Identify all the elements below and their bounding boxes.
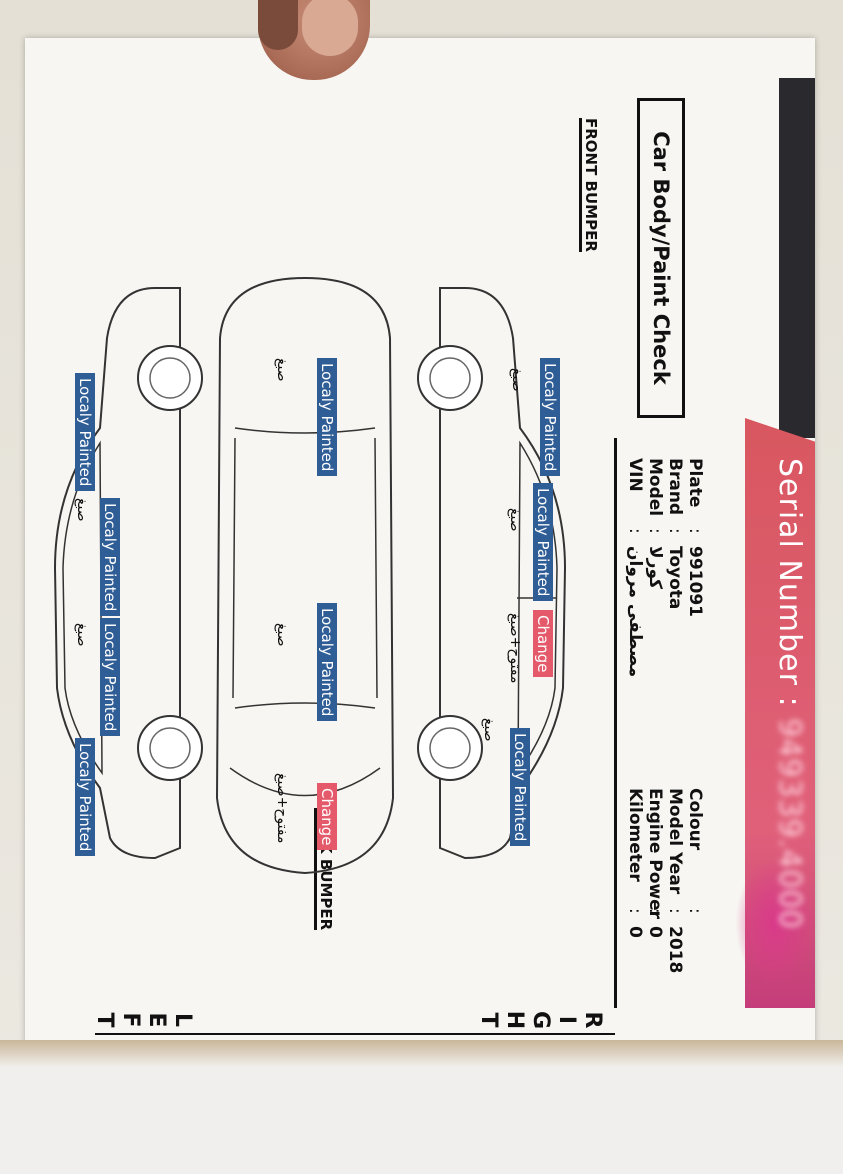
info-row-kilometer: Kilometer: 0 (625, 788, 645, 973)
letter: H (502, 1010, 527, 1030)
info-row-engine-power: Engine Power: 0 (645, 788, 665, 973)
info-key: Brand (665, 458, 685, 516)
ar-left-rear-door: صبغ (74, 623, 90, 647)
info-row-brand: Brand: Toyota (665, 458, 685, 677)
letter: R (580, 1011, 605, 1029)
tag-left-rear: Localy Painted (75, 738, 95, 857)
letter: T (476, 1012, 501, 1028)
tag-left-front-door: Localy Painted (100, 498, 120, 617)
info-sep: : (625, 908, 645, 914)
ar-right-front-door: مفتوح+صبغ (507, 613, 523, 684)
header-rule (614, 438, 617, 1008)
page-title: Car Body/Paint Check (637, 98, 685, 418)
sheet-shadow (0, 1040, 843, 1066)
info-sep: : (665, 528, 685, 534)
info-row-vin: VIN: مصطفى مروان (625, 458, 645, 677)
inspection-sheet: Serial Number : 949339.4000 Car Body/Pai… (25, 38, 815, 1048)
thumb-shade (258, 0, 298, 50)
letter: F (118, 1012, 143, 1028)
info-value: 991091 (685, 546, 705, 617)
table-surface (0, 1040, 843, 1174)
info-key: Colour (685, 788, 705, 851)
info-sep: : (625, 528, 645, 534)
right-side-label: R I G H T (475, 1008, 605, 1032)
info-sep: : (645, 528, 665, 534)
car-top-view-diagram (215, 276, 395, 875)
info-sep: : (685, 908, 705, 914)
info-row-model: Model: كورلا (645, 458, 665, 677)
sheet-edge-line (95, 1033, 615, 1035)
serial-number: Serial Number : 949339.4000 (772, 458, 807, 930)
sheet-wrap: Serial Number : 949339.4000 Car Body/Pai… (0, 30, 843, 1060)
tag-hood: Localy Painted (317, 358, 337, 477)
serial-value: 949339.4000 (772, 718, 807, 930)
ar-right-front-fender: صبغ (509, 368, 525, 392)
info-sep: : (685, 528, 705, 534)
ar-hood: صبغ (274, 358, 290, 382)
info-row-plate: Plate: 991091 (685, 458, 705, 677)
tag-right-rear: Localy Painted (510, 728, 530, 847)
tag-left-rear-door: Localy Painted (100, 618, 120, 737)
left-side-label: L E F T (91, 1008, 195, 1032)
ar-trunk: مفتوح+صبغ (274, 773, 290, 844)
header-dark-bar (779, 78, 815, 438)
info-value: مصطفى مروان (625, 546, 645, 678)
car-left-side-diagram (53, 287, 203, 860)
info-value: كورلا (645, 546, 665, 589)
info-sep: : (665, 908, 685, 914)
vehicle-info-right: Colour: Model Year: 2018 Engine Power: 0 K… (625, 788, 705, 973)
letter: T (92, 1012, 117, 1028)
serial-label: Serial Number : (772, 458, 807, 719)
ar-right-rear: صبغ (481, 718, 497, 742)
info-key: Kilometer (625, 788, 645, 882)
ar-roof: صبغ (274, 623, 290, 647)
tag-right-front-door-change: Change (533, 610, 553, 678)
info-value: 0 (625, 926, 645, 938)
info-row-model-year: Model Year: 2018 (665, 788, 685, 973)
tag-left-front-fender: Localy Painted (75, 373, 95, 492)
tag-right-front-fender: Localy Painted (540, 358, 560, 477)
tag-roof: Localy Painted (317, 603, 337, 722)
tag-right-front-door: Localy Painted (533, 483, 553, 602)
info-key: Plate (685, 458, 705, 508)
ar-left-front-door: صبغ (74, 498, 90, 522)
letter: E (144, 1012, 169, 1028)
info-value: 2018 (665, 926, 685, 974)
ar-right-front-door-paint: صبغ (507, 508, 523, 532)
vehicle-info-left: Plate: 991091 Brand: Toyota Model: كورلا VI… (625, 458, 705, 677)
letter: L (170, 1012, 195, 1028)
front-bumper-label: FRONT BUMPER (579, 118, 600, 252)
tag-trunk-change: Change (317, 783, 337, 851)
info-key: Model Year (665, 788, 685, 895)
info-value: 0 (645, 926, 665, 938)
info-key: Engine Power (645, 788, 665, 920)
letter: G (528, 1010, 553, 1030)
info-sep: : (645, 908, 665, 914)
thumb-nail (302, 0, 358, 56)
info-value: Toyota (665, 546, 685, 610)
letter: I (554, 1015, 579, 1025)
info-key: VIN (625, 458, 645, 492)
info-row-colour: Colour: (685, 788, 705, 973)
info-key: Model (645, 458, 665, 517)
